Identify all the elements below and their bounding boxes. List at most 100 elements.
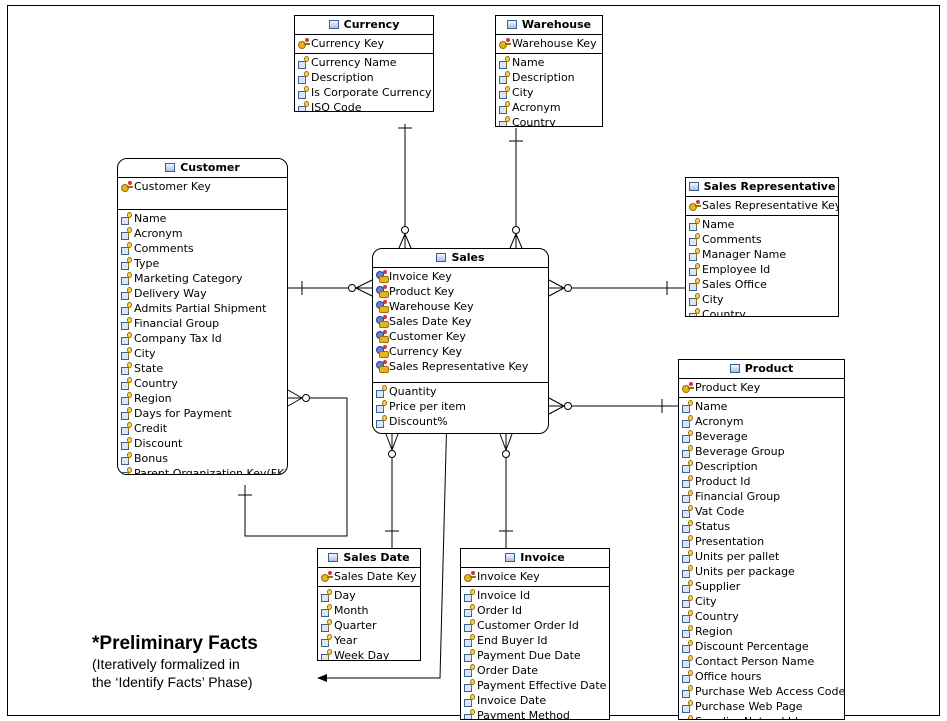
key-field-row[interactable]: Product Key bbox=[373, 284, 548, 299]
attribute-field-row[interactable]: Financial Group bbox=[679, 489, 844, 504]
attribute-field-row[interactable]: City bbox=[496, 85, 602, 100]
key-field-row[interactable]: Invoice Key bbox=[373, 269, 548, 284]
attribute-field-row[interactable]: Supplier bbox=[679, 579, 844, 594]
attribute-field-row[interactable]: Name bbox=[686, 217, 838, 232]
attribute-field-row[interactable]: Financial Group bbox=[118, 316, 287, 331]
attribute-field-row[interactable]: Country bbox=[118, 376, 287, 391]
key-field-row[interactable]: Invoice Key bbox=[461, 569, 609, 584]
foreign-key-icon bbox=[376, 330, 389, 343]
attribute-field-row[interactable]: Month bbox=[318, 603, 420, 618]
attribute-field-row[interactable]: Description bbox=[295, 70, 433, 85]
customer-keys: Customer Key bbox=[118, 178, 287, 210]
attribute-field-row[interactable]: City bbox=[679, 594, 844, 609]
attribute-field-row[interactable]: Contact Person Name bbox=[679, 654, 844, 669]
attribute-field-row[interactable]: Payment Method bbox=[461, 708, 609, 719]
attribute-field-row[interactable]: Status bbox=[679, 519, 844, 534]
key-field-row[interactable]: Sales Representative Key bbox=[373, 359, 548, 374]
attribute-field-row[interactable]: Product Id bbox=[679, 474, 844, 489]
key-field-row[interactable]: Warehouse Key bbox=[496, 36, 602, 51]
attribute-field-row[interactable]: Country bbox=[496, 115, 602, 126]
attribute-field-row[interactable]: City bbox=[686, 292, 838, 307]
attribute-field-row[interactable]: Units per pallet bbox=[679, 549, 844, 564]
attribute-field-row[interactable]: Beverage bbox=[679, 429, 844, 444]
attribute-field-row[interactable]: Comments bbox=[686, 232, 838, 247]
attribute-field-row[interactable]: Invoice Date bbox=[461, 693, 609, 708]
attribute-field-row[interactable]: End Buyer Id bbox=[461, 633, 609, 648]
attribute-field-row[interactable]: Is Corporate Currency bbox=[295, 85, 433, 100]
attribute-field-row[interactable]: Quantity bbox=[373, 384, 548, 399]
attribute-field-row[interactable]: Country bbox=[679, 609, 844, 624]
attribute-field-row[interactable]: Payment Due Date bbox=[461, 648, 609, 663]
attribute-field-row[interactable]: Acronym bbox=[496, 100, 602, 115]
attribute-field-row[interactable]: Manager Name bbox=[686, 247, 838, 262]
attribute-field-row[interactable]: Customer Order Id bbox=[461, 618, 609, 633]
key-field-row[interactable]: Sales Date Key bbox=[373, 314, 548, 329]
attribute-field-row[interactable]: Description bbox=[496, 70, 602, 85]
attribute-field-row[interactable]: Country bbox=[686, 307, 838, 316]
attribute-field-row[interactable]: Region bbox=[118, 391, 287, 406]
attribute-field-row[interactable]: Presentation bbox=[679, 534, 844, 549]
attribute-field-row[interactable]: Invoice Id bbox=[461, 588, 609, 603]
key-field-row[interactable]: Currency Key bbox=[295, 36, 433, 51]
attribute-field-row[interactable]: State bbox=[118, 361, 287, 376]
attribute-field-row[interactable]: Order Id bbox=[461, 603, 609, 618]
attribute-field-row[interactable]: Acronym bbox=[118, 226, 287, 241]
attribute-field-row[interactable]: Name bbox=[679, 399, 844, 414]
attribute-field-row[interactable]: Employee Id bbox=[686, 262, 838, 277]
attribute-field-row[interactable]: Day bbox=[318, 588, 420, 603]
attribute-field-row[interactable]: Days for Payment bbox=[118, 406, 287, 421]
attribute-field-row[interactable]: Admits Partial Shipment bbox=[118, 301, 287, 316]
key-field-row[interactable]: Sales Representative Key bbox=[686, 198, 838, 213]
attribute-field-row[interactable]: Purchase Web Page bbox=[679, 699, 844, 714]
attribute-field-row[interactable]: Quarter bbox=[318, 618, 420, 633]
attribute-field-row[interactable]: Year bbox=[318, 633, 420, 648]
attribute-field-row[interactable]: Beverage Group bbox=[679, 444, 844, 459]
key-field-row[interactable]: Warehouse Key bbox=[373, 299, 548, 314]
attribute-field-row[interactable]: Name bbox=[118, 211, 287, 226]
attribute-field-row[interactable]: Supplier Natural Id bbox=[679, 714, 844, 719]
attribute-field-row[interactable]: Name bbox=[496, 55, 602, 70]
attribute-field-row[interactable]: Order Date bbox=[461, 663, 609, 678]
attribute-field-row[interactable]: Week Day bbox=[318, 648, 420, 660]
attribute-field-row[interactable]: Purchase Web Access Code bbox=[679, 684, 844, 699]
attribute-field-row[interactable]: Company Tax Id bbox=[118, 331, 287, 346]
attribute-field-row[interactable]: Units per package bbox=[679, 564, 844, 579]
attribute-field-row[interactable]: Price per item bbox=[373, 399, 548, 414]
attribute-field-row[interactable]: Office hours bbox=[679, 669, 844, 684]
attribute-field-row[interactable]: Payment Effective Date bbox=[461, 678, 609, 693]
attribute-field-row[interactable]: Vat Code bbox=[679, 504, 844, 519]
attribute-field-row[interactable]: Discount bbox=[118, 436, 287, 451]
attribute-field-row[interactable]: Sales Office bbox=[686, 277, 838, 292]
field-label: Customer Order Id bbox=[477, 619, 579, 632]
attribute-field-row[interactable]: Comments bbox=[118, 241, 287, 256]
attribute-field-row[interactable]: Marketing Category bbox=[118, 271, 287, 286]
attribute-field-row[interactable]: City bbox=[118, 346, 287, 361]
sales-representative-entity[interactable]: Sales Representative Sales Representativ… bbox=[685, 177, 839, 317]
attribute-field-row[interactable]: Type bbox=[118, 256, 287, 271]
attribute-field-row[interactable]: Acronym bbox=[679, 414, 844, 429]
key-field-row[interactable]: Customer Key bbox=[373, 329, 548, 344]
key-field-row[interactable]: Currency Key bbox=[373, 344, 548, 359]
key-field-row[interactable]: Sales Date Key bbox=[318, 569, 420, 584]
attribute-field-row[interactable]: Region bbox=[679, 624, 844, 639]
attribute-field-row[interactable]: Credit bbox=[118, 421, 287, 436]
attribute-field-row[interactable]: Discount% bbox=[373, 414, 548, 429]
attribute-field-row[interactable]: Bonus bbox=[118, 451, 287, 466]
attribute-field-row[interactable]: Parent Organization Key(FK) bbox=[118, 466, 287, 474]
key-field-row[interactable]: Product Key bbox=[679, 380, 844, 395]
key-field-row[interactable]: Customer Key bbox=[118, 179, 287, 194]
attribute-icon bbox=[298, 71, 310, 84]
attribute-field-row[interactable]: Discount Percentage bbox=[679, 639, 844, 654]
attribute-field-row[interactable]: Delivery Way bbox=[118, 286, 287, 301]
attribute-icon bbox=[121, 407, 133, 420]
attribute-field-row[interactable]: Description bbox=[679, 459, 844, 474]
attribute-field-row[interactable]: Currency Name bbox=[295, 55, 433, 70]
attribute-field-row[interactable]: ISO Code bbox=[295, 100, 433, 111]
